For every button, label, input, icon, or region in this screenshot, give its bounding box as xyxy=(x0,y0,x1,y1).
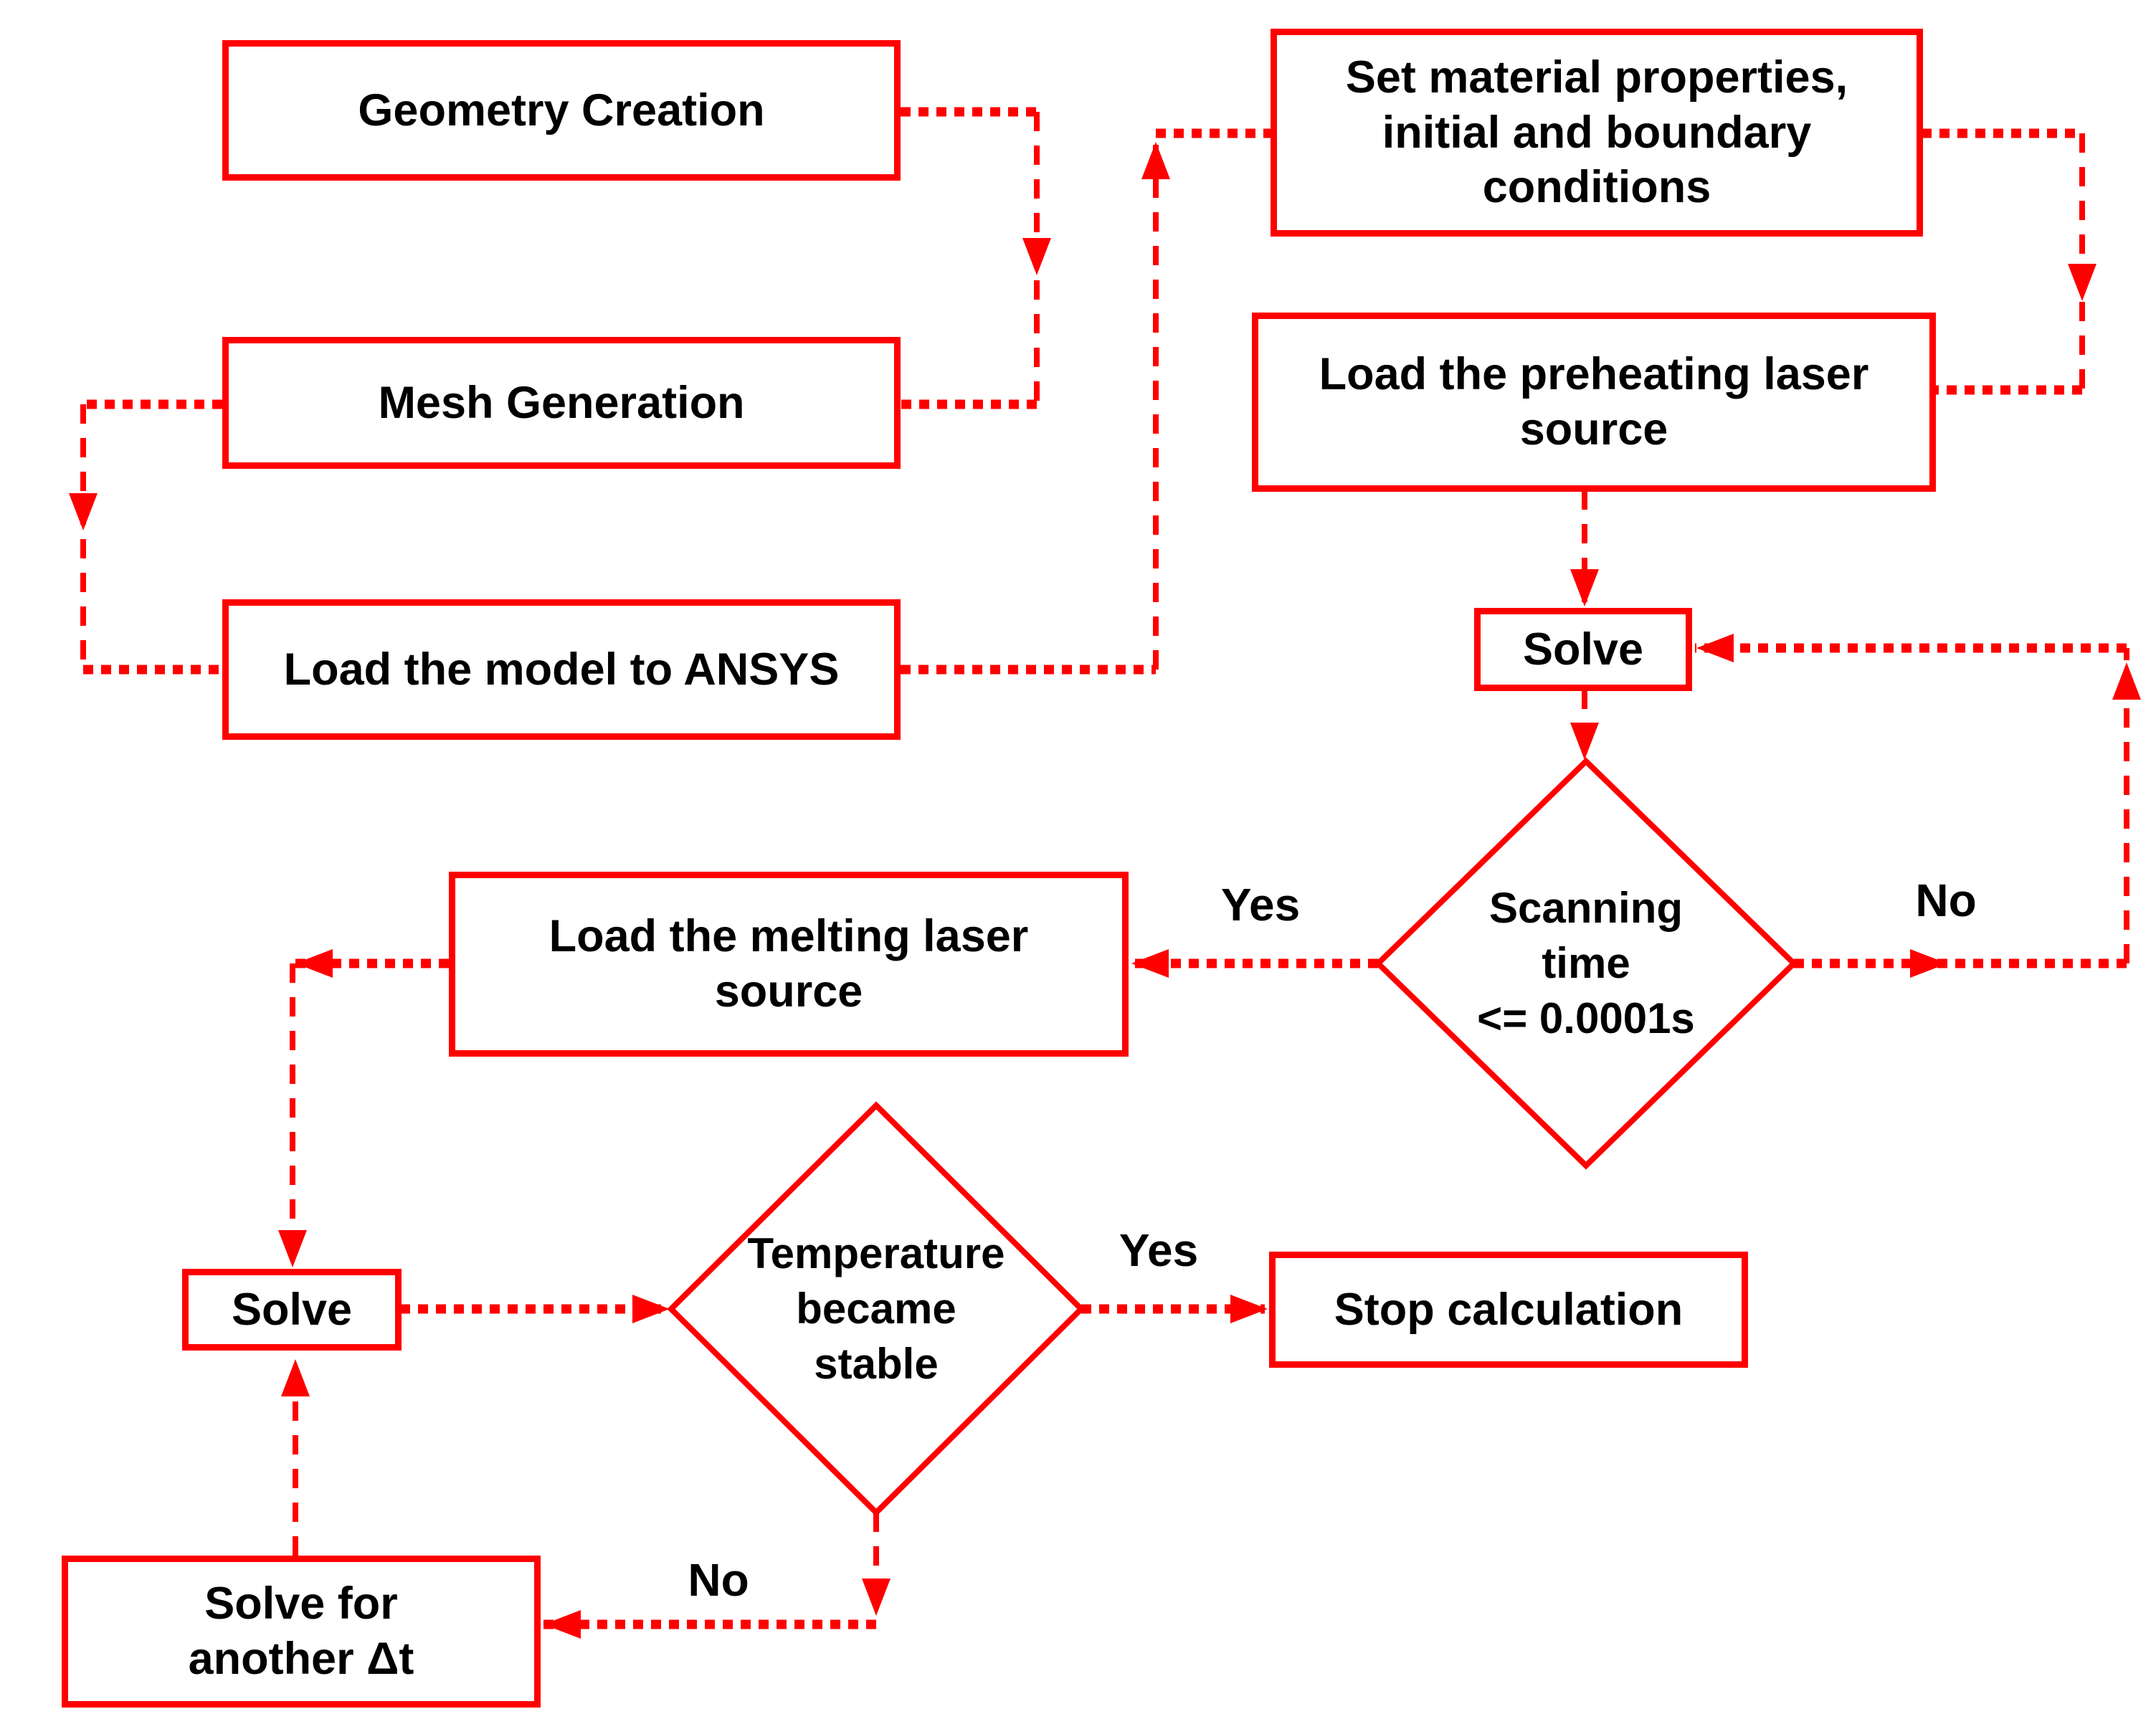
arrowhead-down-icon xyxy=(1570,723,1599,760)
node-load-model-to-ansys: Load the model to ANSYS xyxy=(222,599,901,740)
arrowhead-down-icon xyxy=(862,1579,891,1616)
arrowhead-down-icon xyxy=(1022,238,1051,275)
edge-dt-to-solve xyxy=(281,1359,310,1556)
node-set-material-properties: Set material properties, initial and bou… xyxy=(1271,29,1923,237)
edge-label-temp-no: No xyxy=(688,1554,749,1606)
scan-decision-label: Scanning time <= 0.0001s xyxy=(1477,883,1695,1042)
arrowhead-left-icon xyxy=(1131,949,1169,978)
arrowhead-right-icon xyxy=(1910,949,1947,978)
arrowhead-left-icon xyxy=(543,1610,581,1639)
edge-label-temp-yes: Yes xyxy=(1119,1224,1199,1276)
edge-melt-to-solve xyxy=(278,949,449,1267)
node-solve-preheating: Solve xyxy=(1474,608,1692,691)
edge-ansys-to-material xyxy=(901,128,1271,675)
arrowhead-left-icon xyxy=(295,949,333,978)
edge-label-scan-no: No xyxy=(1915,875,1977,926)
edge-scan-no-to-solve xyxy=(1695,634,2141,978)
arrowhead-right-icon xyxy=(632,1295,670,1323)
node-load-preheating-laser: Load the preheating laser source xyxy=(1252,313,1936,492)
edge-temp-yes-to-stop xyxy=(1081,1295,1268,1323)
node-solve-melting: Solve xyxy=(182,1269,402,1351)
arrowhead-down-icon xyxy=(1570,569,1599,606)
edge-solve-to-scan-decision xyxy=(1570,690,1599,760)
arrowhead-right-icon xyxy=(1230,1295,1268,1323)
edge-temp-no-to-dt xyxy=(542,1513,891,1639)
edge-material-to-preheat xyxy=(1922,128,2096,395)
arrowhead-up-icon xyxy=(1141,142,1170,179)
edge-label-scan-yes: Yes xyxy=(1220,879,1301,930)
arrowhead-up-icon xyxy=(2112,662,2141,700)
edge-scan-yes-to-melt xyxy=(1130,949,1378,978)
edge-preheat-to-solve xyxy=(1570,490,1599,606)
node-geometry-creation: Geometry Creation xyxy=(222,40,901,181)
arrowhead-up-icon xyxy=(281,1359,310,1396)
scan-decision-diamond xyxy=(1374,757,1798,1170)
edge-geometry-to-mesh xyxy=(901,107,1051,409)
edge-solve-to-temp-decision xyxy=(400,1295,670,1323)
temp-decision-label: Temperature became stable xyxy=(747,1229,1005,1388)
arrowhead-down-icon xyxy=(278,1230,307,1267)
arrowhead-left-icon xyxy=(1696,634,1734,662)
arrowhead-down-icon xyxy=(69,493,98,530)
node-load-melting-laser: Load the melting laser source xyxy=(449,872,1129,1057)
node-mesh-generation: Mesh Generation xyxy=(222,337,901,469)
node-solve-another-dt: Solve for another Δt xyxy=(62,1556,541,1708)
arrowhead-down-icon xyxy=(2068,264,2096,301)
node-stop-calculation: Stop calculation xyxy=(1269,1252,1748,1368)
edge-mesh-to-ansys xyxy=(69,399,222,675)
